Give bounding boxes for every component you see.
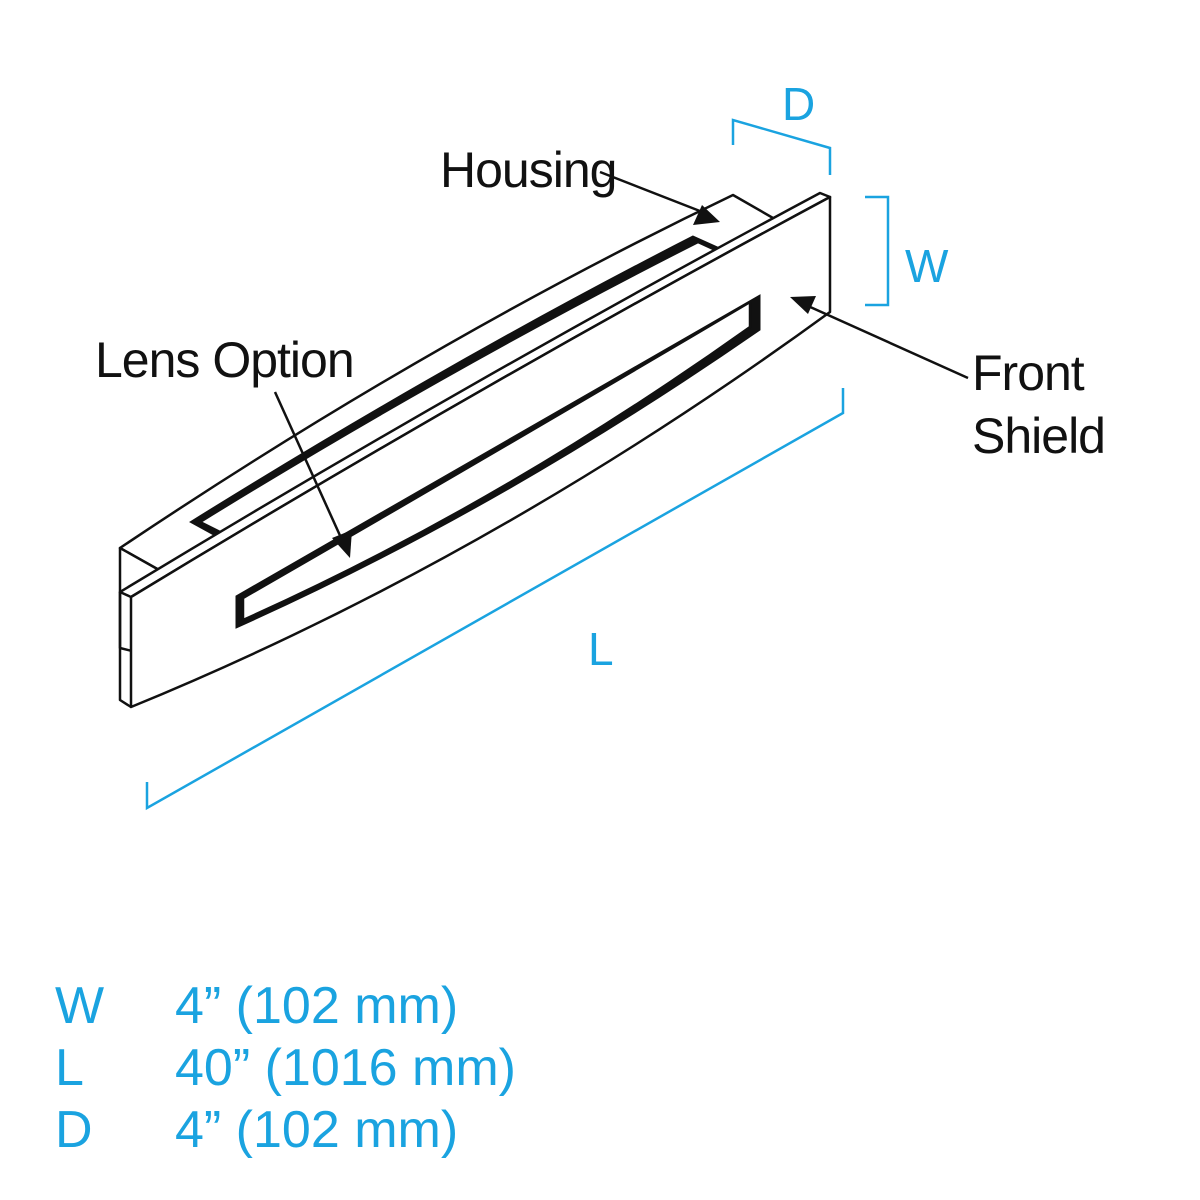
spec-row-depth: D 4” (102 mm) xyxy=(55,1099,516,1161)
spec-row-length: L 40” (1016 mm) xyxy=(55,1037,516,1099)
width-label: W xyxy=(905,240,949,292)
length-dimension-line xyxy=(145,388,845,811)
front-shield-left-thickness xyxy=(118,592,132,709)
lens-option-arrowhead xyxy=(332,530,352,558)
width-dimension-line xyxy=(865,195,890,307)
housing-arrowhead xyxy=(693,205,720,225)
depth-label: D xyxy=(782,78,815,130)
housing-label: Housing xyxy=(440,142,616,198)
spec-value: 4” (102 mm) xyxy=(175,1101,459,1159)
length-label: L xyxy=(588,623,614,675)
front-shield-label-line1: Front xyxy=(972,345,1085,401)
front-shield-label-line2: Shield xyxy=(972,408,1105,464)
lens-window-inner xyxy=(241,300,752,622)
front-shield-arrowhead xyxy=(790,296,816,314)
spec-value: 40” (1016 mm) xyxy=(175,1039,516,1097)
lens-option-label: Lens Option xyxy=(95,332,354,388)
spec-value: 4” (102 mm) xyxy=(175,977,459,1035)
front-shield xyxy=(129,195,832,709)
spec-table: W 4” (102 mm) L 40” (1016 mm) D 4” (102 … xyxy=(55,975,516,1161)
spec-row-width: W 4” (102 mm) xyxy=(55,975,516,1037)
housing-leader xyxy=(599,170,706,215)
lens-option-leader xyxy=(273,391,344,541)
spec-key: W xyxy=(55,977,105,1035)
front-shield-leader xyxy=(807,304,969,380)
spec-key: D xyxy=(55,1101,93,1159)
spec-key: L xyxy=(55,1039,84,1097)
depth-dimension-line xyxy=(731,118,832,175)
